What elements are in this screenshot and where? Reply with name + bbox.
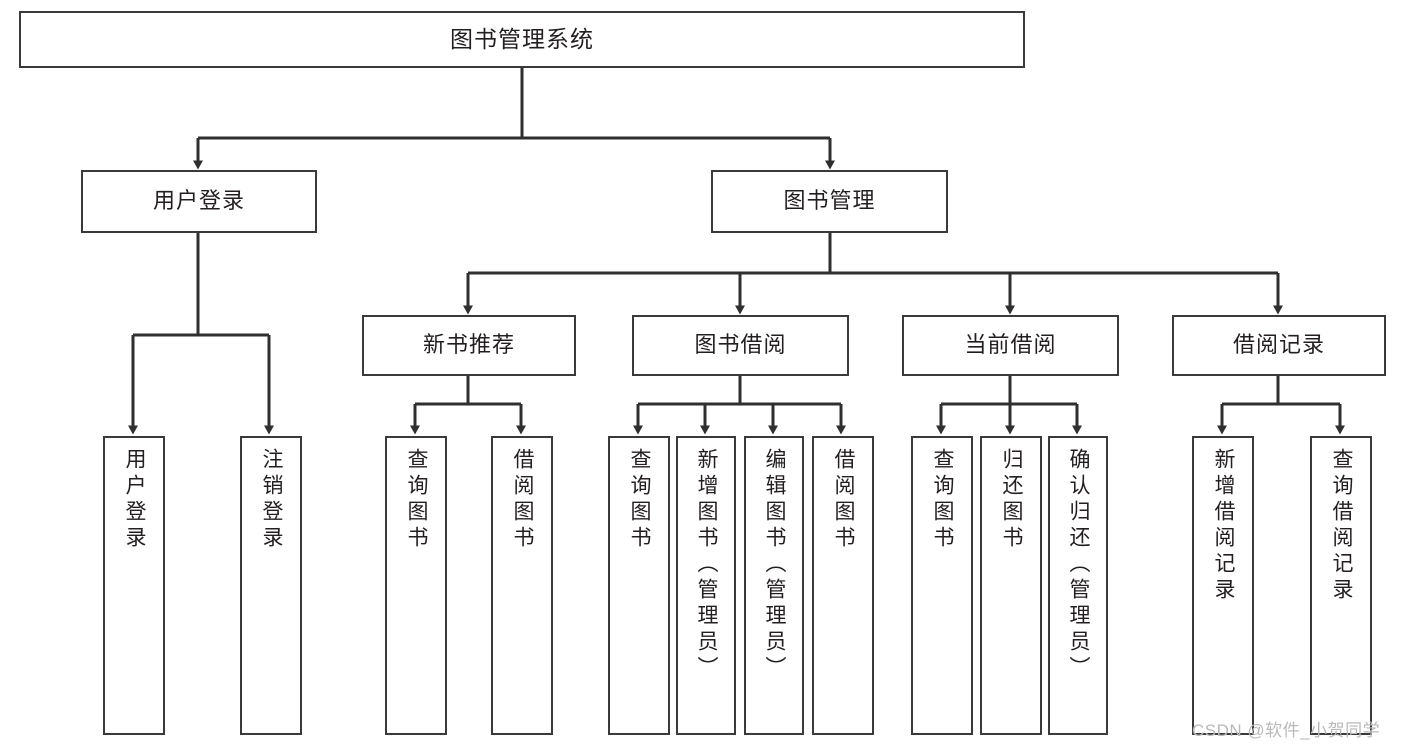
node-borrow-record[interactable]: 借阅记录 bbox=[1172, 315, 1386, 376]
leaf-label: 借阅图书 bbox=[832, 448, 856, 552]
leaf-borrow-book-borrow[interactable]: 借阅图书 bbox=[812, 436, 874, 735]
leaf-label: 借阅图书 bbox=[511, 448, 535, 552]
leaf-label: 编辑图书（管理员） bbox=[763, 448, 787, 682]
node-root[interactable]: 图书管理系统 bbox=[19, 11, 1025, 68]
node-book-borrow[interactable]: 图书借阅 bbox=[632, 315, 849, 376]
leaf-add-borrow-record[interactable]: 新增借阅记录 bbox=[1192, 436, 1254, 735]
leaf-return-book[interactable]: 归还图书 bbox=[980, 436, 1042, 735]
node-user-login[interactable]: 用户登录 bbox=[81, 170, 317, 233]
leaf-user-login[interactable]: 用户登录 bbox=[103, 436, 165, 735]
leaf-query-borrow-record[interactable]: 查询借阅记录 bbox=[1310, 436, 1372, 735]
watermark: CSDN @软件_小贺同学 bbox=[1192, 721, 1381, 740]
leaf-confirm-return-admin[interactable]: 确认归还（管理员） bbox=[1048, 436, 1108, 735]
leaf-label: 查询图书 bbox=[405, 448, 429, 552]
leaf-query-book-current[interactable]: 查询图书 bbox=[911, 436, 973, 735]
leaf-label: 确认归还（管理员） bbox=[1067, 448, 1091, 682]
leaf-label: 查询图书 bbox=[931, 448, 955, 552]
node-new-book-recommend[interactable]: 新书推荐 bbox=[362, 315, 576, 376]
leaf-label: 用户登录 bbox=[123, 448, 147, 552]
leaf-label: 查询借阅记录 bbox=[1330, 448, 1354, 604]
leaf-label: 注销登录 bbox=[260, 448, 284, 552]
leaf-label: 归还图书 bbox=[1000, 448, 1024, 552]
leaf-add-book-admin[interactable]: 新增图书（管理员） bbox=[676, 436, 736, 735]
node-book-manage[interactable]: 图书管理 bbox=[711, 170, 948, 233]
leaf-query-book-borrow[interactable]: 查询图书 bbox=[608, 436, 670, 735]
leaf-borrow-book-new-rec[interactable]: 借阅图书 bbox=[491, 436, 553, 735]
node-current-borrow[interactable]: 当前借阅 bbox=[902, 315, 1119, 376]
leaf-user-logout[interactable]: 注销登录 bbox=[240, 436, 302, 735]
leaf-edit-book-admin[interactable]: 编辑图书（管理员） bbox=[744, 436, 804, 735]
leaf-label: 新增借阅记录 bbox=[1212, 448, 1236, 604]
leaf-query-book-new-rec[interactable]: 查询图书 bbox=[385, 436, 447, 735]
leaf-label: 查询图书 bbox=[628, 448, 652, 552]
leaf-label: 新增图书（管理员） bbox=[695, 448, 719, 682]
